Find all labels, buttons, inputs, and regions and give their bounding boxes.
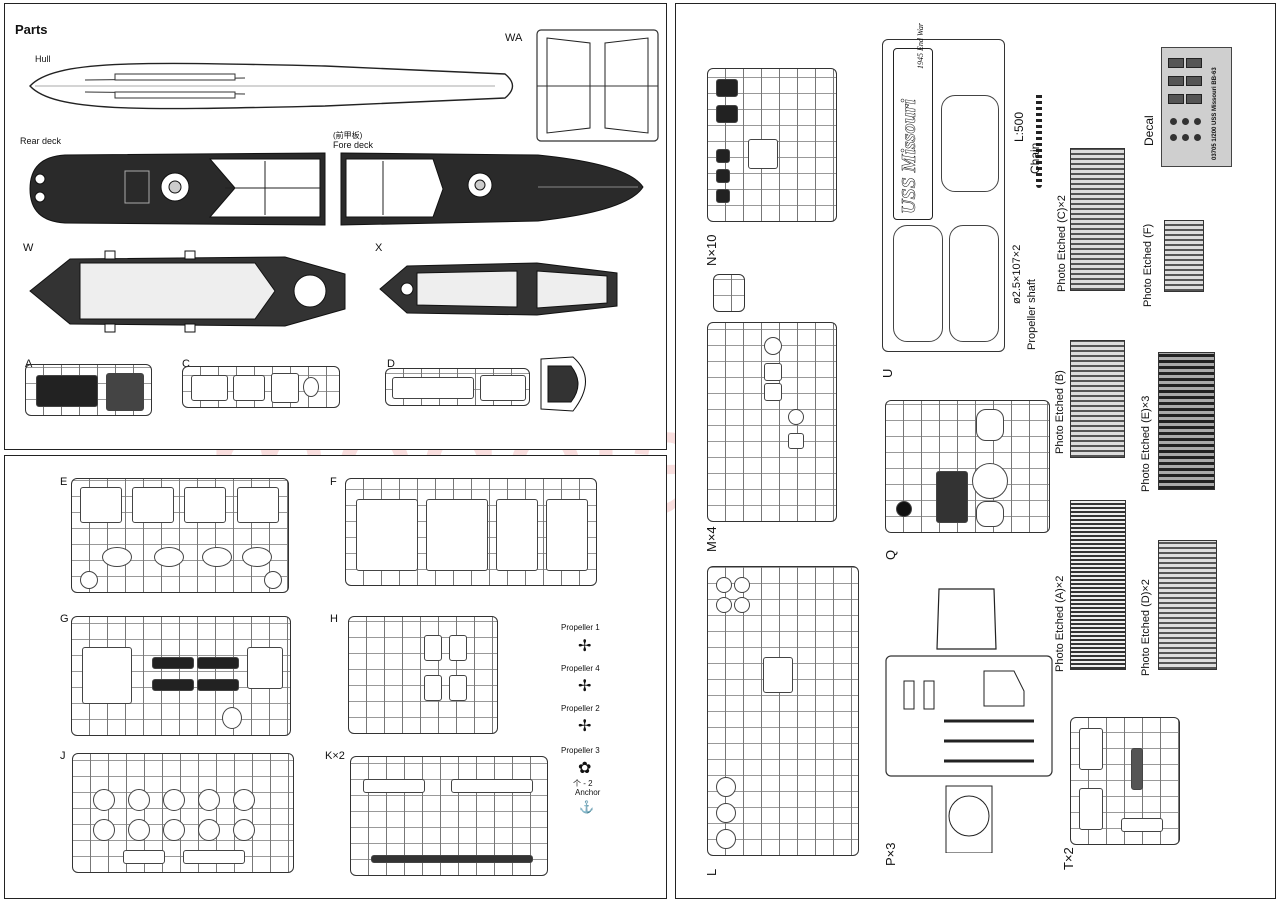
w-label: W [23,242,34,254]
sprue-n [707,68,837,222]
propeller-1-label: Propeller 1 [561,623,600,632]
sprues-panel-right: N×10 M×4 L 1945 End War USS Missouri U L… [675,3,1276,899]
x-part-drawing [379,262,618,316]
sprue-f [345,478,597,586]
fore-deck-label: Fore deck [333,140,374,150]
sprue-m [707,322,837,522]
photo-etched-e-label: Photo Etched (E)×3 [1140,395,1152,492]
d-part-bow-drawing [540,356,586,412]
photo-etched-c-label: Photo Etched (C)×2 [1056,195,1068,292]
photo-etched-a-label: Photo Etched (A)×2 [1054,575,1066,672]
anchor-count-label: 个 - 2 [573,779,593,788]
sprue-g-label: G [60,613,69,625]
sprue-f-label: F [330,476,337,488]
shaft-dim-label: ø2.5×107×2 [1011,244,1023,304]
sprue-g [71,616,291,736]
anchor-icon: ⚓ [579,800,594,814]
photo-etched-a [1070,500,1126,670]
photo-etched-f [1164,220,1204,292]
sprue-j-label: J [60,750,66,762]
sprue-e-label: E [60,476,68,488]
sprue-d [385,368,530,406]
u-name-small: 1945 End War [916,23,925,69]
propeller-2-label: Propeller 2 [561,704,600,713]
sprue-l [707,566,859,856]
fore-deck-cn-label: (前甲板) [333,131,363,140]
sprue-k-label: K×2 [325,750,345,762]
anchor-label: Anchor [575,788,601,797]
photo-etched-f-label: Photo Etched (F) [1142,223,1154,307]
parts-panel: Parts Hull WA Rear deck (前甲板) Fore deck … [4,3,667,450]
c-label: C [182,358,190,370]
propeller-1-icon: ✢ [578,638,592,655]
propeller-4-label: Propeller 4 [561,664,600,673]
propeller-3-icon: ✿ [578,760,592,777]
propeller-2-icon: ✢ [578,718,592,735]
fore-deck-drawing [340,152,644,226]
sprue-u-label: U [880,368,895,378]
sprue-q [885,400,1050,533]
decal-caption: 03705 1/200 USS Missouri BB-63 [1212,67,1218,160]
sprue-t-label: T×2 [1061,847,1076,870]
sprue-c [182,366,340,408]
chain-length-label: L:500 [1012,111,1026,142]
photo-etched-d [1158,540,1217,670]
sprue-p [885,588,1053,853]
photo-etched-b [1070,340,1125,458]
photo-etched-c [1070,148,1125,291]
chain-drawing [1036,92,1042,188]
wa-sprue-drawing [536,29,659,142]
propeller-3-label: Propeller 3 [561,746,600,755]
rear-deck-drawing [29,152,326,226]
u-name-large: USS Missouri [898,98,921,215]
chain-label: Chain [1028,142,1042,174]
sprue-e [71,478,289,593]
sprue-a [25,364,152,416]
sprue-n-small [713,274,745,312]
sprue-l-label: L [704,868,719,876]
wa-label: WA [505,32,523,44]
u-name-plate: 1945 End War USS Missouri [893,23,933,220]
hull-drawing [29,62,514,110]
parts-title: Parts [15,22,48,37]
sprue-n-label: N×10 [704,234,719,266]
w-part-drawing [29,250,346,333]
photo-etched-e [1158,352,1215,490]
rear-deck-label: Rear deck [20,136,62,146]
sprue-q-label: Q [883,549,898,560]
sprue-k [350,756,548,876]
sprue-j [72,753,294,873]
shaft-label: Propeller shaft [1026,279,1038,350]
sprue-t [1070,717,1180,845]
propeller-4-icon: ✢ [578,678,592,695]
d-label: D [387,358,395,370]
sprue-h-label: H [330,613,338,625]
sprue-u: 1945 End War USS Missouri [882,23,1005,352]
photo-etched-b-label: Photo Etched (B) [1054,370,1066,454]
decal-label: Decal [1142,115,1156,146]
x-label: X [375,242,383,254]
sprue-h [348,616,498,734]
sprue-p-label: P×3 [883,842,898,867]
sprue-m-label: M×4 [704,526,719,552]
photo-etched-d-label: Photo Etched (D)×2 [1140,579,1152,676]
hull-label: Hull [35,54,51,64]
sprues-panel-left: E F G H Propeller 1 ✢ Propeller 4 [4,455,667,899]
decal-sheet: 03705 1/200 USS Missouri BB-63 [1161,47,1232,167]
